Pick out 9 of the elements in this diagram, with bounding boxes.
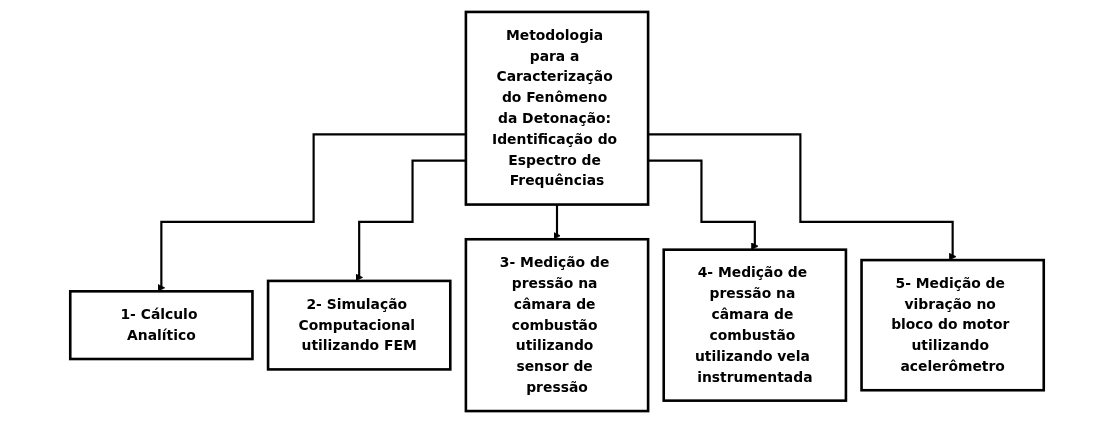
node-box: Metodologia para a Caracterização do Fenômeno da Detonação: Identificação do Espectro de Frequências — [464, 10, 650, 206]
node-box: 3- Medição de pressão na câmara de combustão utilizando sensor de pressão — [464, 237, 650, 413]
node-box: 5- Medição de vibração no bloco do motor utilizando acelerômetro — [860, 258, 1046, 392]
arrow — [648, 159, 759, 250]
node-box: 2- Simulação Computacional utilizando FEM — [266, 279, 452, 371]
node-box: 1- Cálculo Analítico — [68, 290, 254, 361]
arrow — [157, 133, 466, 292]
arrow — [648, 133, 957, 261]
node-box: 4- Medição de pressão na câmara de combustão utilizando vela instrumentada — [662, 248, 848, 402]
